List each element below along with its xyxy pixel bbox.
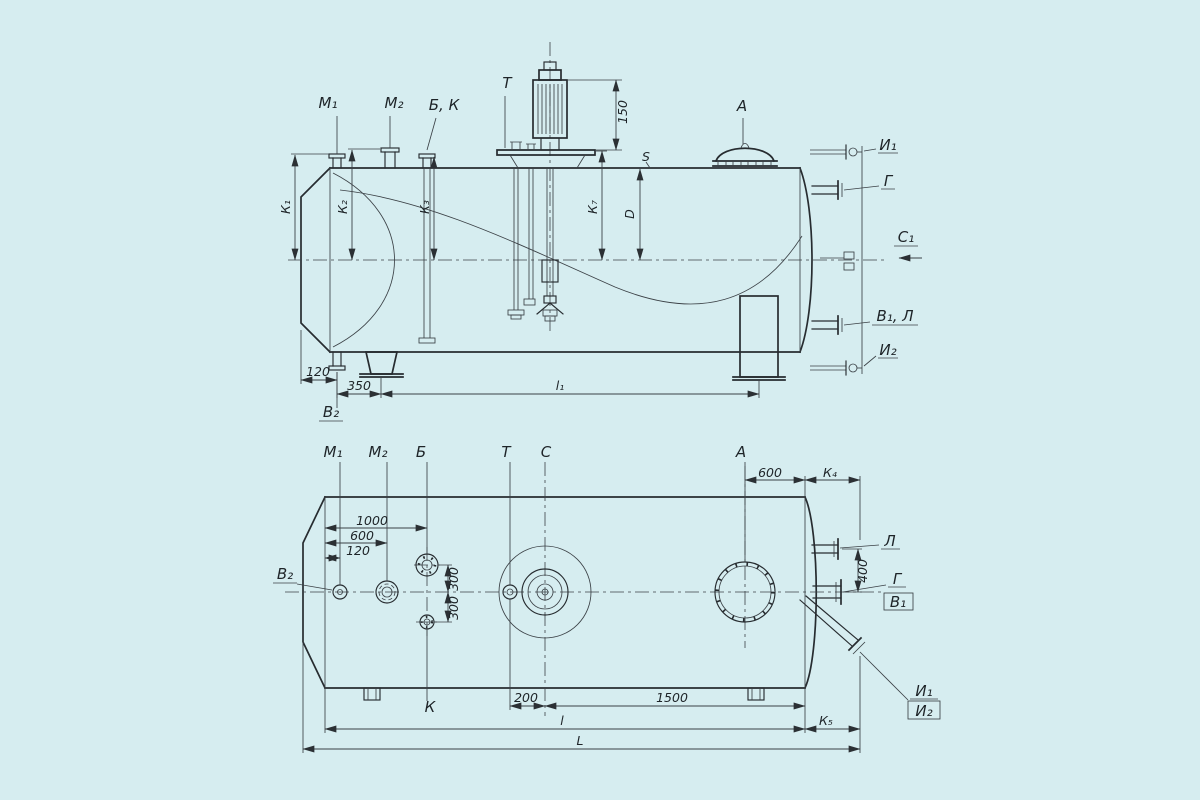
side-label-g: Г	[884, 172, 894, 190]
plan-label-a: А	[735, 443, 746, 461]
side-view: М₁ М₂ Б, К Т А И₁ Г С₁ В₁, Л И₂ В₂ К₁ К₂…	[278, 42, 922, 422]
plan-dim-l: l	[560, 713, 564, 728]
side-labels: М₁ М₂ Б, К Т А И₁ Г С₁ В₁, Л И₂ В₂ К₁ К₂…	[278, 74, 914, 421]
side-label-bk: Б, К	[429, 96, 461, 114]
side-label-c1: С₁	[898, 228, 915, 246]
plan-dim-k4: К₄	[823, 465, 837, 480]
side-dim-k2: К₂	[335, 200, 350, 214]
side-tank-shell	[288, 166, 886, 354]
side-label-v1l: В₁, Л	[876, 307, 913, 325]
plan-label-t: Т	[501, 443, 512, 461]
side-label-leaders	[319, 148, 918, 422]
plan-dim-k5: К₅	[819, 713, 833, 728]
plan-label-k: К	[425, 698, 437, 716]
side-bottom-fittings	[328, 295, 786, 408]
side-dim-k3: К₃	[417, 200, 432, 214]
side-dim-d: D	[622, 209, 637, 219]
plan-dim-L: L	[577, 733, 584, 748]
side-dimensions	[291, 79, 922, 398]
side-label-a: А	[736, 97, 747, 115]
plan-dim-300-top: 300	[446, 567, 461, 591]
side-dim-k1: К₁	[278, 200, 293, 214]
plan-label-g: Г	[893, 570, 903, 588]
side-dim-150: 150	[615, 100, 630, 124]
plan-label-m2: М₂	[369, 443, 388, 461]
plan-label-i1: И₁	[915, 682, 932, 700]
side-dim-s: S	[642, 149, 650, 164]
side-label-m1: М₁	[319, 94, 338, 112]
side-label-v2: В₂	[323, 403, 339, 421]
plan-dim-1500: 1500	[656, 690, 688, 705]
side-agitator	[496, 42, 596, 335]
side-dim-l1: l₁	[556, 378, 564, 393]
plan-dim-120: 120	[346, 543, 370, 558]
side-right-frame	[810, 144, 863, 376]
plan-dim-200: 200	[514, 690, 538, 705]
plan-dim-400: 400	[855, 559, 870, 583]
side-dim-350: 350	[347, 378, 371, 393]
side-top-nozzles	[328, 96, 506, 344]
plan-labels: М₁ М₂ Б Т С А 600 К₄ Л Г В₁ 400 В₂ 1000 …	[277, 443, 933, 748]
plan-label-b: Б	[416, 443, 426, 461]
plan-label-v2: В₂	[277, 565, 293, 583]
side-manhole	[712, 118, 778, 168]
side-label-t: Т	[502, 74, 513, 92]
side-dim-120: 120	[306, 364, 330, 379]
plan-label-m1: М₁	[324, 443, 343, 461]
plan-dim-1000: 1000	[356, 513, 388, 528]
plan-dim-600-left: 600	[350, 528, 374, 543]
side-label-m2: М₂	[385, 94, 404, 112]
plan-label-v1: В₁	[890, 593, 906, 611]
plan-label-l: Л	[883, 532, 895, 550]
side-label-i1: И₁	[879, 136, 896, 154]
plan-label-leaders	[273, 462, 941, 720]
side-label-i2: И₂	[879, 341, 896, 359]
plan-outline	[285, 462, 885, 716]
plan-view: М₁ М₂ Б Т С А 600 К₄ Л Г В₁ 400 В₂ 1000 …	[273, 443, 941, 753]
plan-right-fittings	[799, 538, 866, 655]
plan-dim-300-bottom: 300	[446, 596, 461, 620]
plan-dim-600-right: 600	[758, 465, 782, 480]
plan-dimensions	[302, 476, 862, 753]
plan-label-c: С	[541, 443, 552, 461]
plan-label-i2: И₂	[915, 702, 932, 720]
side-dim-k7: К₇	[585, 200, 600, 214]
